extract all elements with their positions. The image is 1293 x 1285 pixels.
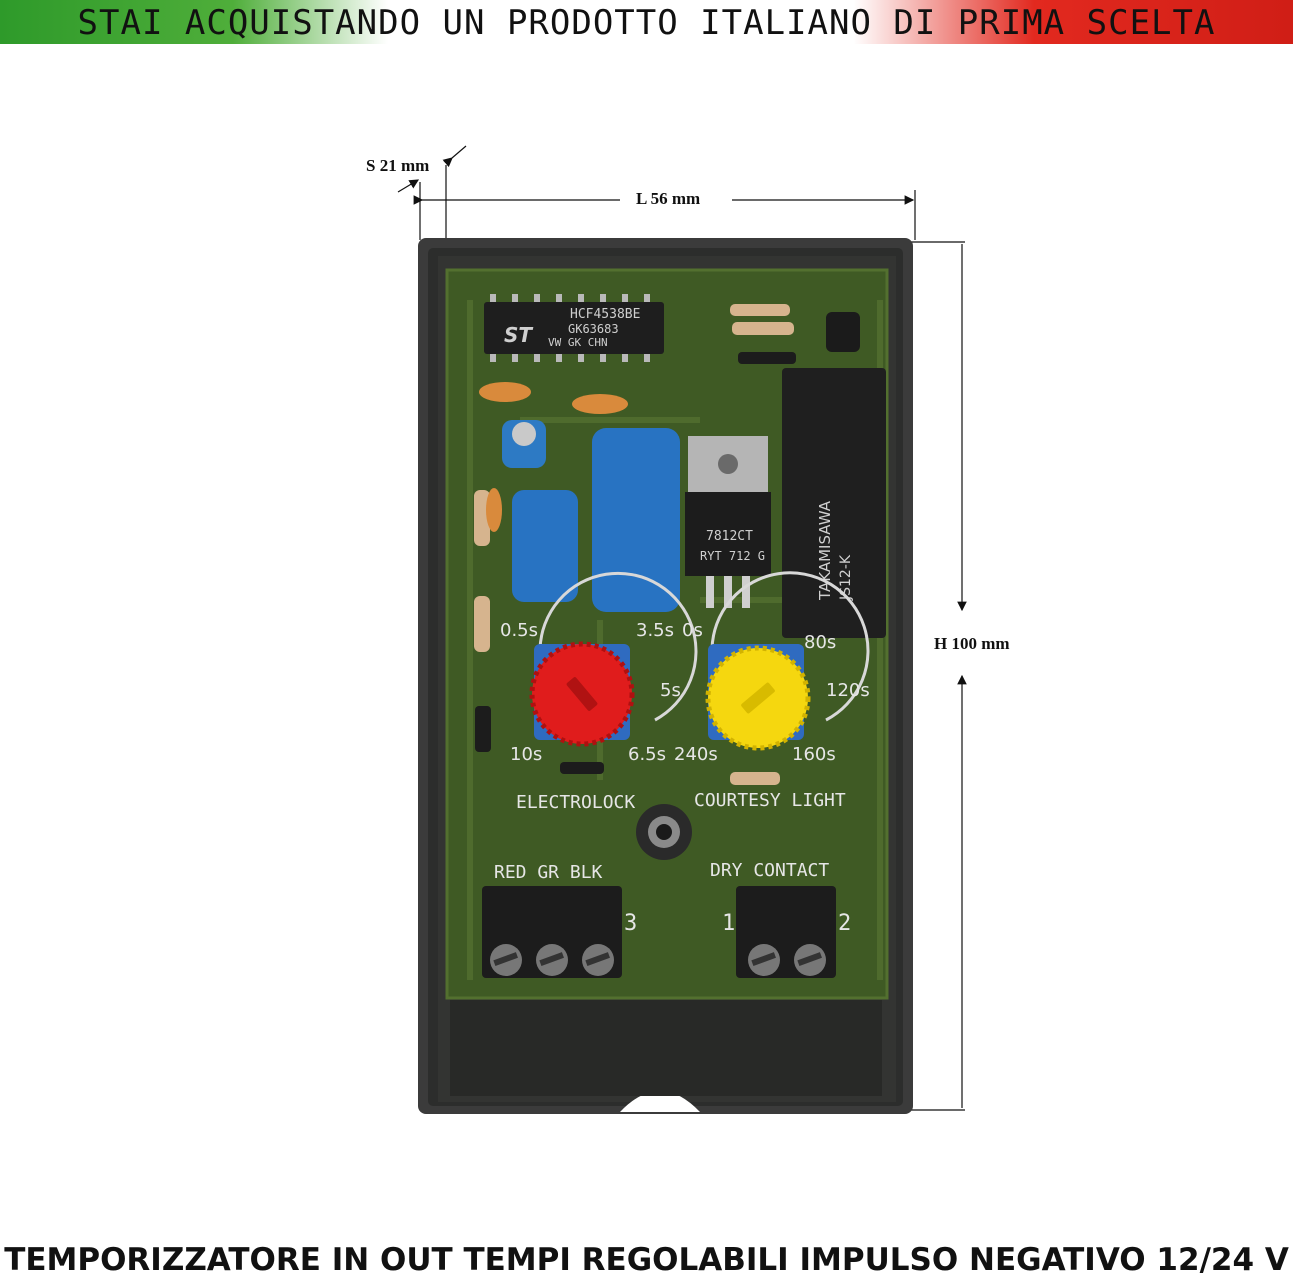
dimension-lines	[397, 145, 967, 1111]
knob1-scale-4: 10s	[510, 744, 542, 765]
chip-sub: GK63683	[568, 322, 619, 336]
ic-chip: HCF4538BE GK63683 VW GK CHN ST	[484, 294, 664, 362]
length-dimension: L 56 mm	[636, 189, 701, 208]
knob2-scale-1: 80s	[804, 632, 836, 653]
knob2-scale-3: 160s	[792, 744, 836, 765]
knob1-scale-3: 6.5s	[628, 744, 666, 765]
courtesy-light-knob	[705, 644, 811, 751]
terminal-block-2pin	[736, 886, 836, 978]
knob2-scale-0: 0s	[682, 620, 703, 641]
chip-label: HCF4538BE	[570, 307, 640, 322]
terminal1-label: RED GR BLK	[494, 862, 603, 883]
st-logo-icon: ST	[504, 323, 533, 347]
relay: TAKAMISAWA JS12-K	[782, 368, 886, 638]
terminal-block-3pin	[482, 886, 622, 978]
electrolock-label: ELECTROLOCK	[516, 792, 635, 813]
electrolock-knob	[529, 641, 635, 747]
relay-brand: TAKAMISAWA	[816, 500, 834, 601]
terminal2-label: DRY CONTACT	[710, 860, 829, 881]
height-dimension: H 100 mm	[934, 634, 1010, 653]
terminal1-number: 3	[624, 911, 637, 936]
knob-scales: 0.5s 3.5s 5s 6.5s 10s 0s 80s 120s 160s 2…	[500, 571, 870, 765]
regulator-label: 7812CT	[706, 529, 753, 544]
knob2-scale-2: 120s	[826, 680, 870, 701]
regulator-sub: RYT 712 G	[700, 549, 765, 563]
thickness-dimension: S 21 mm	[366, 156, 430, 175]
chip-sub2: VW GK CHN	[548, 336, 608, 349]
terminal2-number-2: 2	[838, 911, 851, 936]
voltage-regulator: 7812CT RYT 712 G	[685, 436, 771, 608]
knob1-scale-2: 5s	[660, 680, 681, 701]
terminal2-number-1: 1	[722, 911, 735, 936]
courtesy-light-label: COURTESY LIGHT	[694, 790, 846, 811]
banner-text: STAI ACQUISTANDO UN PRODOTTO ITALIANO DI…	[77, 3, 1216, 43]
small-components	[474, 304, 860, 785]
italian-flag-gradient	[0, 0, 1293, 44]
mounting-hole	[636, 804, 692, 860]
knob2-scale-4: 240s	[674, 744, 718, 765]
knob1-scale-0: 0.5s	[500, 620, 538, 641]
capacitors	[502, 420, 680, 612]
product-caption: TEMPORIZZATORE IN OUT TEMPI REGOLABILI I…	[4, 1242, 1289, 1278]
knob1-scale-1: 3.5s	[636, 620, 674, 641]
relay-label: JS12-K	[838, 554, 854, 601]
top-banner: STAI ACQUISTANDO UN PRODOTTO ITALIANO DI…	[0, 0, 1293, 44]
